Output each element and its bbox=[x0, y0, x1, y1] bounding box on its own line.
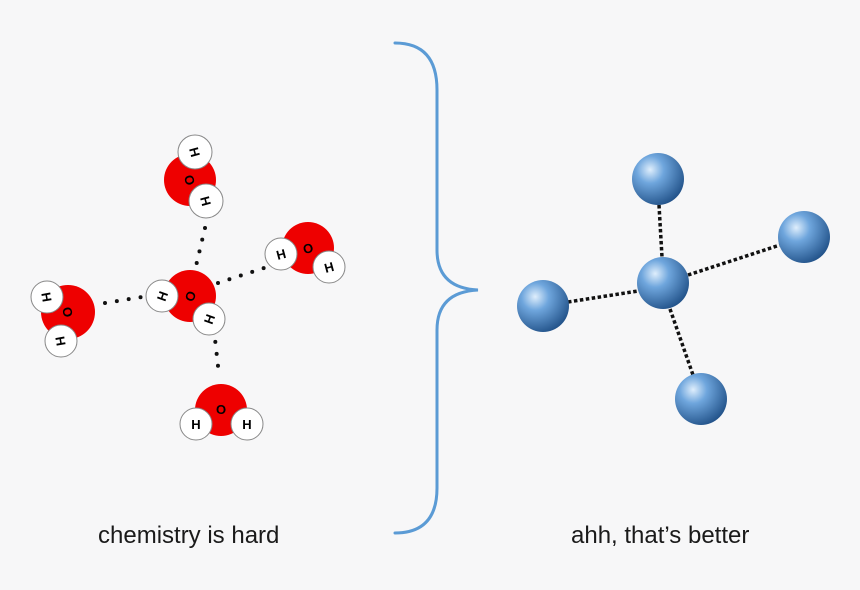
sphere-bond-right bbox=[687, 243, 781, 277]
sphere-right bbox=[778, 211, 830, 263]
sphere-bottom bbox=[675, 373, 727, 425]
hydrogen-atom bbox=[145, 279, 179, 313]
sphere-center bbox=[637, 257, 689, 309]
hydrogen-atom bbox=[179, 407, 213, 441]
hydrogen-label: H bbox=[323, 259, 336, 276]
hydrogen-bond-bottom bbox=[212, 328, 221, 377]
sphere-bond-top bbox=[657, 204, 664, 258]
right-caption: ahh, that’s better bbox=[571, 522, 750, 549]
hydrogen-bonds bbox=[103, 226, 272, 377]
oxygen-label: O bbox=[301, 240, 315, 257]
hydrogen-label: H bbox=[242, 417, 251, 432]
hydrogen-atom bbox=[30, 280, 64, 314]
sphere-left bbox=[517, 280, 569, 332]
water-molecule-center: O H H bbox=[145, 270, 226, 336]
hydrogen-label: H bbox=[186, 146, 203, 159]
oxygen-label: O bbox=[181, 173, 198, 187]
water-molecule-right: O H H bbox=[264, 222, 346, 284]
water-molecule-left: O H H bbox=[30, 280, 95, 358]
oxygen-label: O bbox=[182, 289, 200, 304]
sphere-bond-bottom bbox=[668, 308, 695, 376]
sphere-bond-left bbox=[567, 289, 639, 304]
spheres bbox=[517, 153, 830, 425]
hydrogen-atom bbox=[312, 250, 346, 284]
hydrogen-atom bbox=[44, 324, 78, 358]
hydrogen-bond-top bbox=[194, 226, 207, 268]
hydrogen-atom bbox=[230, 407, 264, 441]
sphere-bonds bbox=[567, 204, 781, 376]
hydrogen-atom bbox=[192, 302, 226, 336]
hydrogen-bond-left bbox=[103, 294, 150, 305]
hydrogen-atom bbox=[188, 183, 224, 219]
water-molecule-top: O H H bbox=[164, 134, 224, 219]
hydrogen-label: H bbox=[197, 195, 214, 208]
oxygen-label: O bbox=[59, 306, 76, 319]
sphere-top bbox=[632, 153, 684, 205]
hydrogen-label: H bbox=[52, 335, 68, 347]
hydrogen-label: H bbox=[38, 291, 54, 303]
hydrogen-bond-right bbox=[216, 264, 272, 285]
hydrogen-atom bbox=[264, 237, 298, 271]
water-molecule-bottom: O H H bbox=[179, 384, 264, 441]
left-caption: chemistry is hard bbox=[98, 522, 280, 549]
curly-brace-icon bbox=[393, 41, 479, 535]
hydrogen-atom bbox=[177, 134, 213, 170]
hydrogen-label: H bbox=[191, 417, 200, 432]
hydrogen-label: H bbox=[275, 246, 288, 263]
oxygen-label: O bbox=[216, 402, 226, 417]
